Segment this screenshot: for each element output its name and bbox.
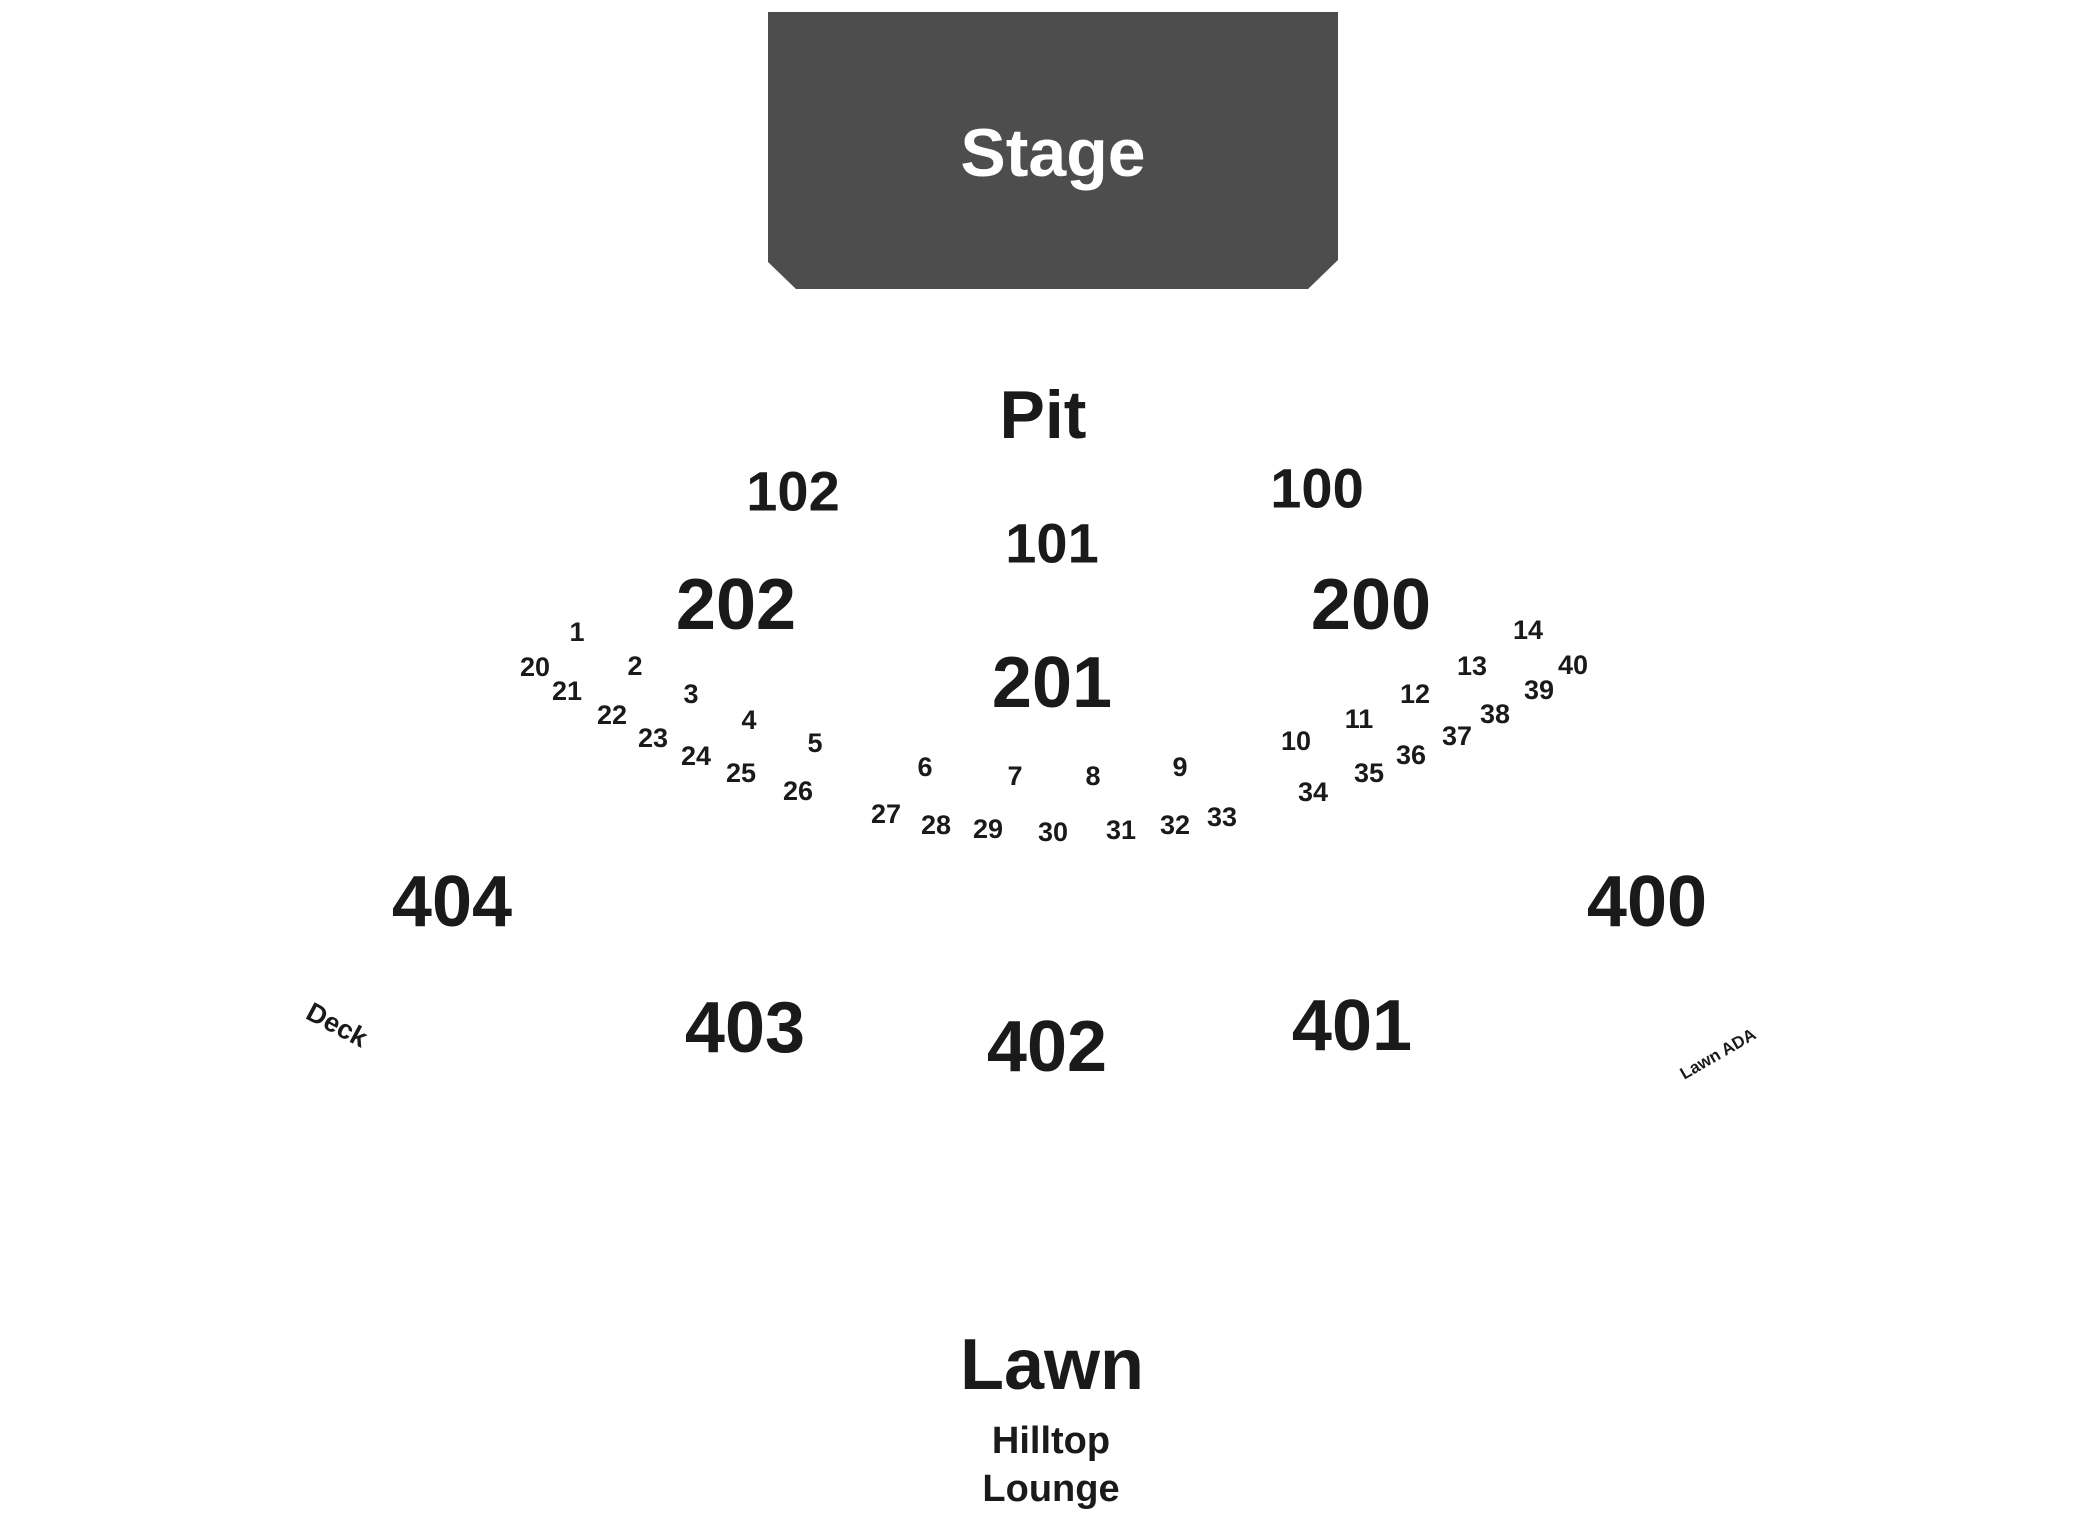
box-3[interactable]: 3 xyxy=(683,679,698,709)
section-401[interactable]: 401 xyxy=(1292,986,1412,1066)
box-11[interactable]: 11 xyxy=(1345,704,1374,734)
section-403[interactable]: 403 xyxy=(685,988,805,1068)
box-23[interactable]: 23 xyxy=(638,723,668,753)
section-101[interactable]: 101 xyxy=(1005,512,1098,575)
box-10[interactable]: 10 xyxy=(1281,726,1311,756)
box-32[interactable]: 32 xyxy=(1160,810,1190,840)
box-26[interactable]: 26 xyxy=(783,776,813,806)
section-402[interactable]: 402 xyxy=(987,1007,1107,1087)
box-12[interactable]: 12 xyxy=(1400,679,1430,709)
hilltop-lounge-line-2[interactable]: Lounge xyxy=(982,1468,1119,1510)
box-40[interactable]: 40 xyxy=(1558,650,1588,680)
section-102[interactable]: 102 xyxy=(746,460,839,523)
box-31[interactable]: 31 xyxy=(1106,815,1136,845)
box-25[interactable]: 25 xyxy=(726,758,756,788)
section-deck[interactable]: Deck xyxy=(301,997,373,1054)
box-8[interactable]: 8 xyxy=(1085,761,1100,791)
box-2[interactable]: 2 xyxy=(627,651,642,681)
section-400[interactable]: 400 xyxy=(1587,862,1707,942)
box-5[interactable]: 5 xyxy=(807,728,822,758)
box-37[interactable]: 37 xyxy=(1442,721,1472,751)
box-6[interactable]: 6 xyxy=(917,752,932,782)
stage-label: Stage xyxy=(960,115,1145,191)
section-202[interactable]: 202 xyxy=(676,565,796,645)
box-34[interactable]: 34 xyxy=(1298,777,1328,807)
section-lawn[interactable]: Lawn xyxy=(960,1325,1144,1405)
box-14[interactable]: 14 xyxy=(1513,615,1543,645)
box-24[interactable]: 24 xyxy=(681,741,711,771)
box-1[interactable]: 1 xyxy=(569,617,584,647)
box-9[interactable]: 9 xyxy=(1172,752,1187,782)
box-29[interactable]: 29 xyxy=(973,814,1003,844)
box-27[interactable]: 27 xyxy=(871,799,901,829)
box-13[interactable]: 13 xyxy=(1457,651,1487,681)
stage[interactable] xyxy=(768,12,1338,289)
section-200[interactable]: 200 xyxy=(1311,565,1431,645)
box-35[interactable]: 35 xyxy=(1354,758,1384,788)
section-pit[interactable]: Pit xyxy=(1000,377,1087,453)
box-39[interactable]: 39 xyxy=(1524,675,1554,705)
box-36[interactable]: 36 xyxy=(1396,740,1426,770)
box-33[interactable]: 33 xyxy=(1207,802,1237,832)
box-38[interactable]: 38 xyxy=(1480,699,1510,729)
box-4[interactable]: 4 xyxy=(741,705,756,735)
section-404[interactable]: 404 xyxy=(392,862,512,942)
box-20[interactable]: 20 xyxy=(520,652,550,682)
box-28[interactable]: 28 xyxy=(921,810,951,840)
section-lawn-ada[interactable]: Lawn ADA xyxy=(1677,1025,1760,1084)
box-30[interactable]: 30 xyxy=(1038,817,1068,847)
box-7[interactable]: 7 xyxy=(1007,761,1022,791)
section-201[interactable]: 201 xyxy=(992,643,1112,723)
hilltop-lounge-line-1[interactable]: Hilltop xyxy=(992,1420,1110,1462)
section-100[interactable]: 100 xyxy=(1270,457,1363,520)
box-22[interactable]: 22 xyxy=(597,700,627,730)
box-21[interactable]: 21 xyxy=(552,676,582,706)
